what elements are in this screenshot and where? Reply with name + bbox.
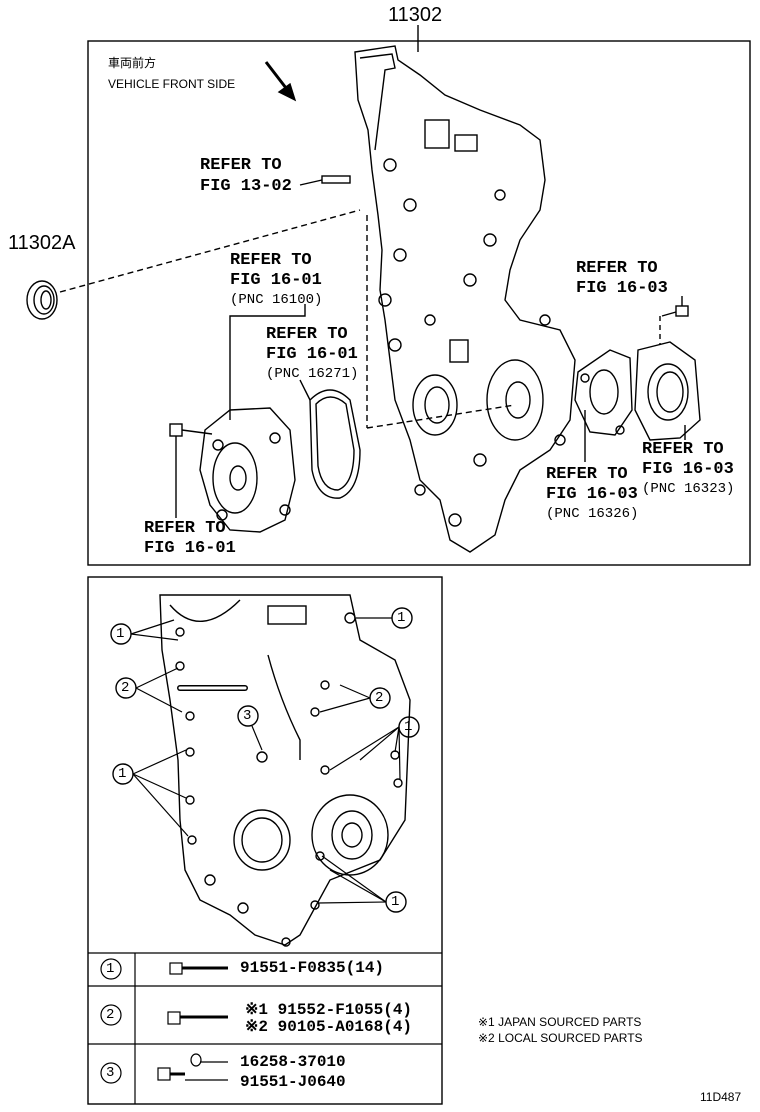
- cover-part-number: 11302: [388, 4, 443, 26]
- inlet-gasket-drawing: [574, 349, 633, 436]
- timing-cover-drawing: [354, 45, 576, 553]
- part-number-row3b: 91551-J0640: [240, 1073, 346, 1091]
- table-callout-1: 1: [106, 961, 115, 977]
- front-arrow-icon: [264, 61, 297, 102]
- seal-part-number: 11302A: [8, 232, 76, 254]
- water-pump-drawing: [199, 407, 296, 533]
- callout-2: 2: [121, 680, 130, 696]
- cover-rear-view-drawing: [159, 594, 411, 947]
- table-callout-2: 2: [106, 1007, 115, 1023]
- ref-gasket-pnc: (PNC 16271): [266, 366, 359, 382]
- ref-pump-bolt-line1: REFER TO: [144, 519, 226, 538]
- flange-bolt-icon: [167, 1011, 228, 1025]
- ref-gasket-line2: FIG 16-01: [266, 345, 358, 364]
- pump-gasket-drawing: [309, 389, 361, 499]
- note-local-sourced: ※2 LOCAL SOURCED PARTS: [478, 1031, 643, 1045]
- callout-1: 1: [397, 610, 406, 626]
- washer-bolt-icon: [157, 1053, 228, 1081]
- ref-pump-line2: FIG 16-01: [230, 271, 322, 290]
- figure-code: 11D487: [700, 1090, 742, 1104]
- inlet-bolt-drawing: [661, 296, 689, 317]
- callout-1: 1: [118, 766, 127, 782]
- part-number-row2b: ※2 90105-A0168(4): [245, 1018, 413, 1036]
- ref-inlet-bolt-line2: FIG 16-03: [576, 279, 668, 298]
- water-inlet-drawing: [634, 341, 701, 441]
- note-japan-sourced: ※1 JAPAN SOURCED PARTS: [478, 1015, 642, 1029]
- ref-inlet-pnc: (PNC 16323): [642, 481, 735, 497]
- ref-inlet-line2: FIG 16-03: [642, 460, 734, 479]
- ref-inlet-bolt-line1: REFER TO: [576, 259, 658, 278]
- ref-inlet-gasket-line1: REFER TO: [546, 465, 628, 484]
- upper-frame: [87, 40, 751, 566]
- ref-inlet-gasket-pnc: (PNC 16326): [546, 506, 639, 522]
- ref-stud-line2: FIG 13-02: [200, 177, 292, 196]
- table-callout-3: 3: [106, 1065, 115, 1081]
- ref-pump-pnc: (PNC 16100): [230, 292, 323, 308]
- pump-bolt-drawing: [169, 423, 213, 518]
- part-number-row3a: 16258-37010: [240, 1053, 346, 1071]
- stud-bolt-drawing: [299, 175, 351, 186]
- ref-pump-line1: REFER TO: [230, 251, 312, 270]
- callout-1: 1: [391, 894, 400, 910]
- ref-pump-bolt-line2: FIG 16-01: [144, 539, 236, 558]
- front-side-en: VEHICLE FRONT SIDE: [108, 77, 236, 91]
- ref-inlet-gasket-line2: FIG 16-03: [546, 485, 638, 504]
- oil-seal-drawing: [26, 280, 58, 320]
- bolt-icon: [169, 962, 228, 975]
- callout-1: 1: [404, 719, 413, 735]
- ref-stud-line1: REFER TO: [200, 156, 282, 175]
- parts-table-grid: [88, 952, 442, 1104]
- callout-2: 2: [375, 690, 384, 706]
- ref-gasket-line1: REFER TO: [266, 325, 348, 344]
- part-number-row2a: ※1 91552-F1055(4): [245, 1001, 413, 1019]
- callout-1: 1: [116, 626, 125, 642]
- callout-3: 3: [243, 708, 252, 724]
- lower-frame: [87, 576, 443, 1105]
- ref-inlet-line1: REFER TO: [642, 440, 724, 459]
- front-side-jp: 車両前方: [108, 56, 157, 70]
- part-number-row1: 91551-F0835(14): [240, 959, 385, 977]
